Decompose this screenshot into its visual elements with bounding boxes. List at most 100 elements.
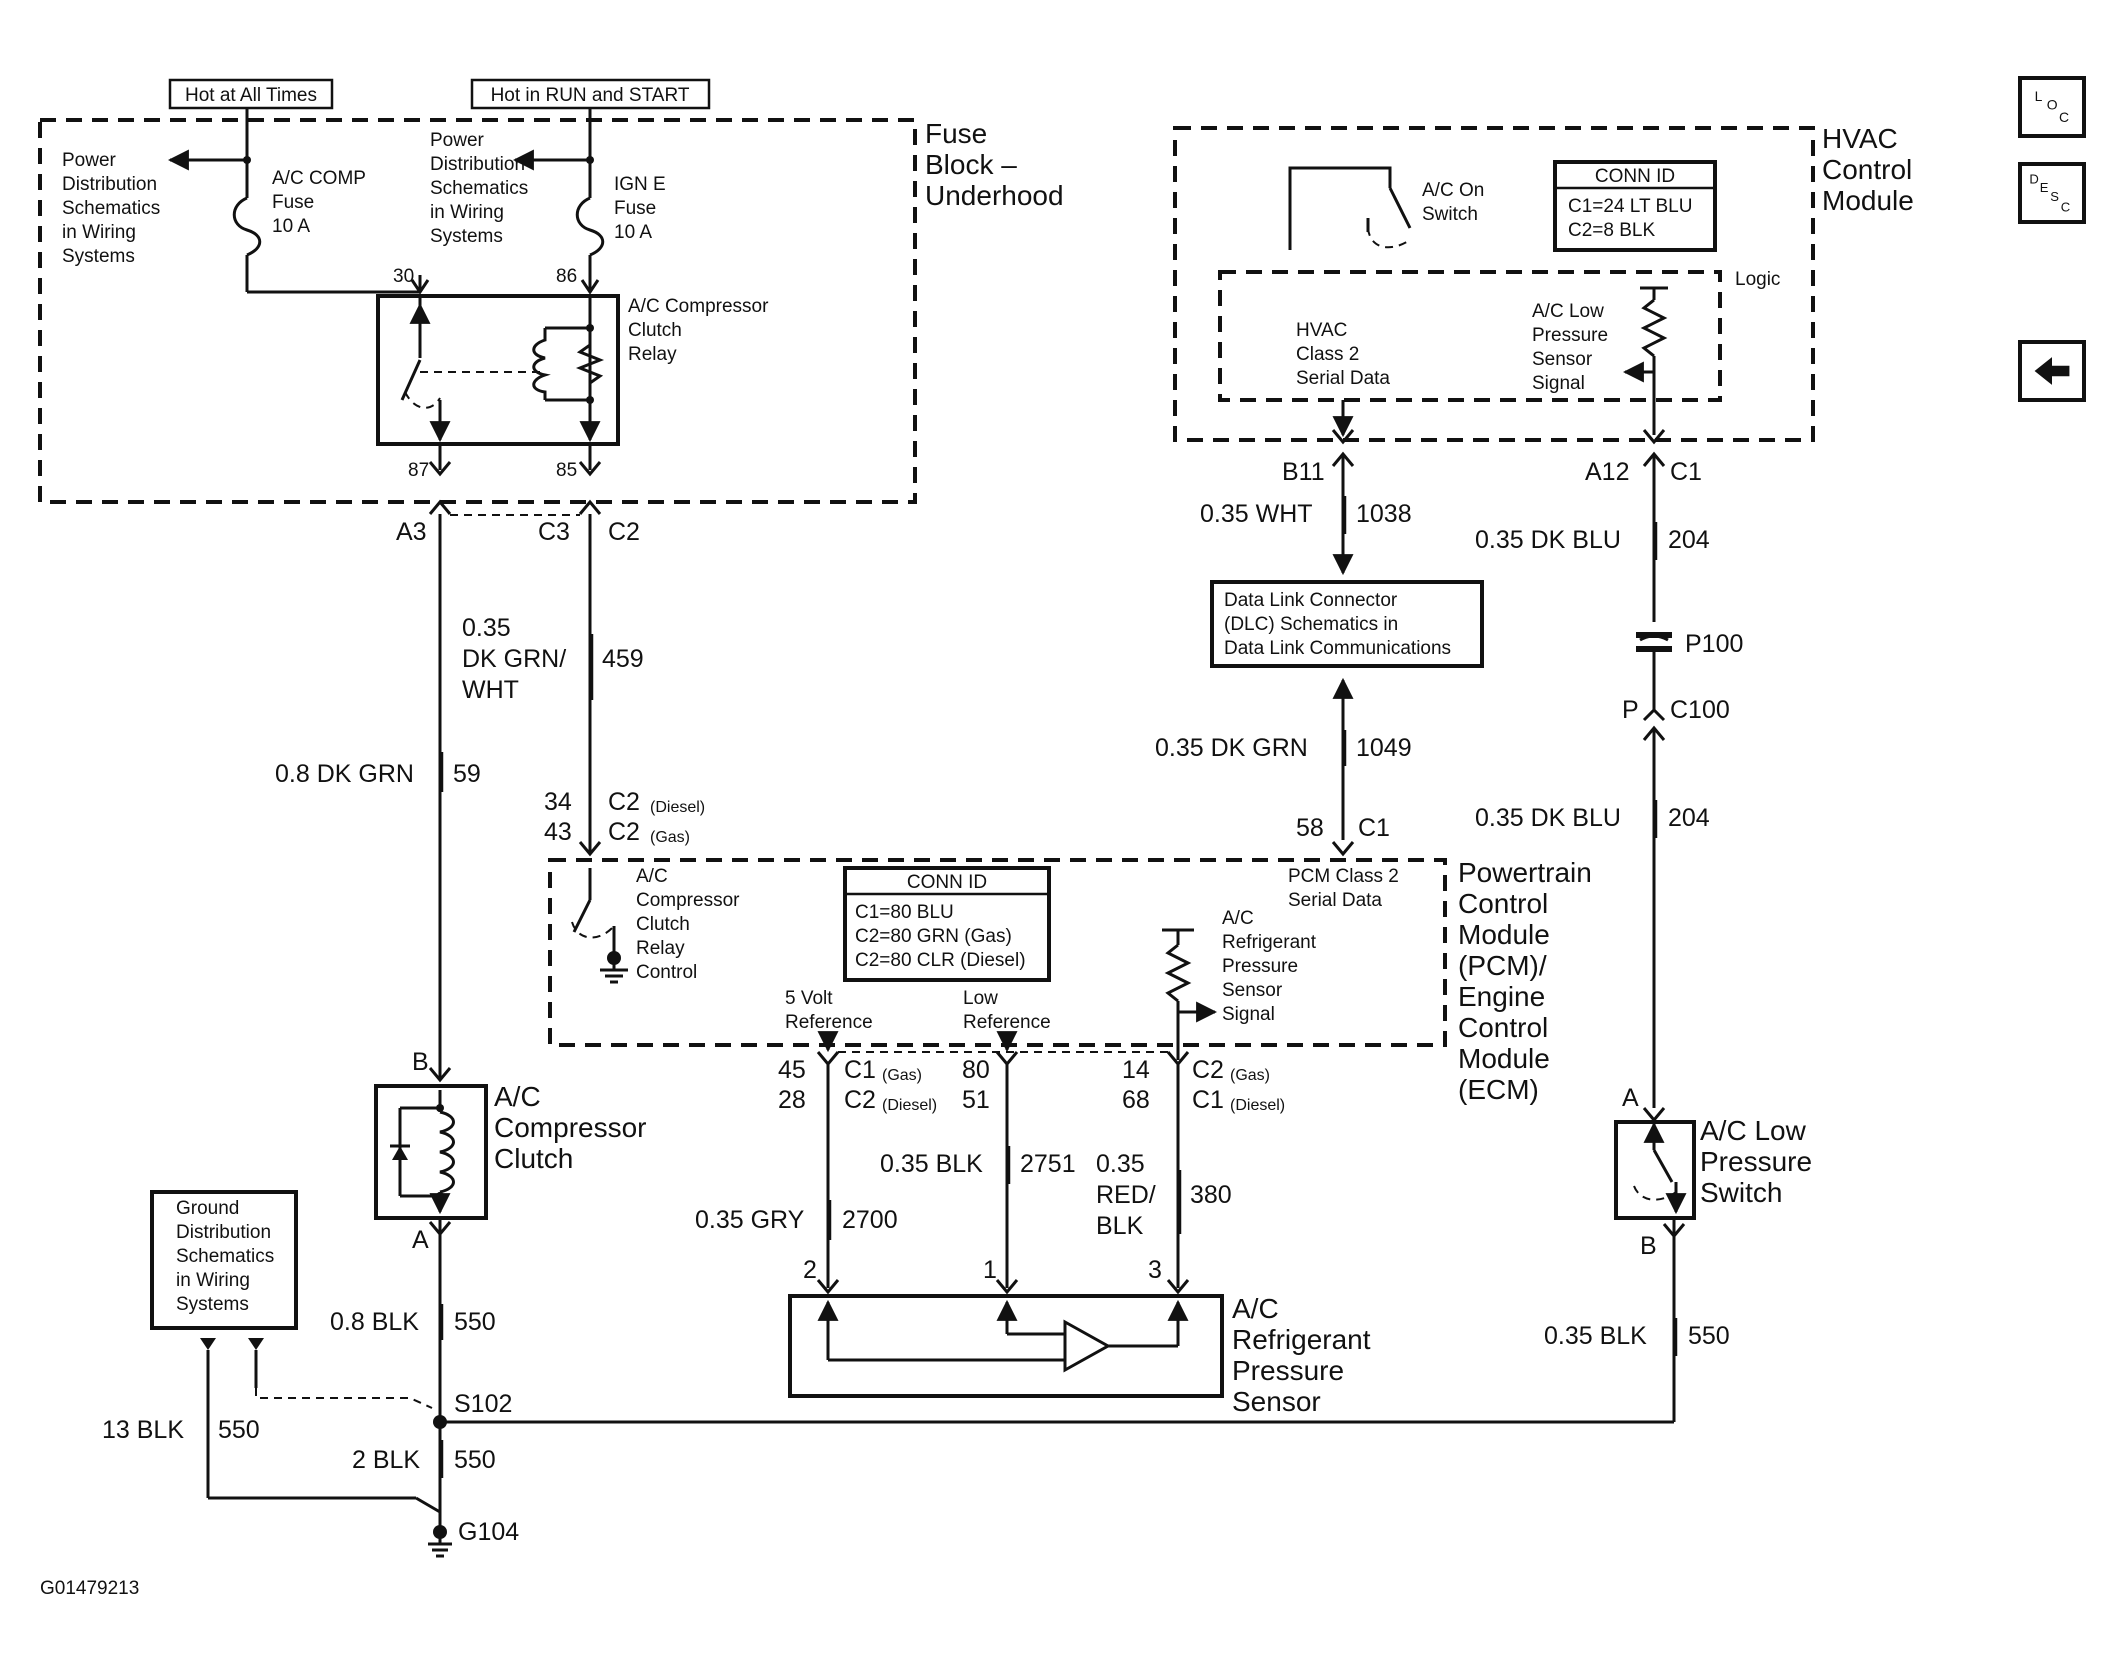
svg-text:0.35 BLK: 0.35 BLK: [880, 1150, 983, 1178]
desc-icon[interactable]: D E S C: [2018, 162, 2086, 224]
svg-text:13 BLK: 13 BLK: [102, 1416, 184, 1444]
svg-text:Power Distribution: Power Distribution Schematics in Wiring …: [430, 130, 533, 247]
svg-text:Power Distribution: Power Distribution Schematics in Wiring …: [62, 150, 165, 267]
pcm-connectors: 45 28 C1 (Gas) C2 (Diesel) 80 51 14 68 C…: [778, 1051, 1285, 1288]
svg-text:A: A: [412, 1226, 429, 1254]
svg-text:459: 459: [602, 645, 644, 673]
svg-text:A3: A3: [396, 518, 427, 546]
ac-compressor-clutch: B A/C Compressor Clutch A: [374, 1048, 646, 1418]
svg-text:51: 51: [962, 1086, 990, 1114]
svg-text:Powertrain Control: Powertrain Control Module (PCM)/ Engine …: [1458, 857, 1600, 1105]
svg-text:CONN ID: CONN ID: [907, 872, 987, 893]
ground-distribution: Ground Distribution Schematics in Wiring…: [102, 1190, 441, 1514]
svg-text:0.35 DK GRN/ WHT: 0.35 DK GRN/ WHT: [462, 614, 573, 704]
svg-text:(Gas): (Gas): [1230, 1067, 1270, 1084]
svg-text:S102: S102: [454, 1390, 512, 1418]
svg-text:C1=24 LT BLU: C1=24 LT BLU: [1568, 196, 1692, 217]
svg-text:C2: C2: [608, 518, 640, 546]
ac-low-pressure-switch: A A/C Low Pressure Switch B 0.35 BLK 550: [1544, 1084, 1820, 1422]
svg-text:550: 550: [454, 1308, 496, 1336]
hvac-control-module: HVAC Control Module A/C On Switch CONN I…: [1173, 123, 1920, 467]
loc-glyph-icon: L O C: [2035, 88, 2069, 125]
ground-circuit: 0.8 BLK 550 S102 2 BLK 550 G104: [330, 1304, 1674, 1558]
svg-text:C: C: [2061, 199, 2070, 214]
svg-text:0.8 BLK: 0.8 BLK: [330, 1308, 419, 1336]
svg-text:0.35 WHT: 0.35 WHT: [1200, 500, 1313, 528]
svg-text:Hot in RUN and START: Hot in RUN and START: [491, 85, 690, 106]
svg-text:S: S: [2050, 189, 2059, 204]
svg-text:CONN ID: CONN ID: [1595, 166, 1675, 187]
svg-text:L: L: [2035, 88, 2043, 104]
svg-text:C2=8 BLK: C2=8 BLK: [1568, 220, 1655, 241]
svg-text:B: B: [412, 1048, 429, 1076]
svg-text:43: 43: [544, 818, 572, 846]
svg-text:G104: G104: [458, 1518, 519, 1546]
svg-text:A/C Compressor Clu: A/C Compressor Clutch Relay Control: [636, 866, 745, 983]
svg-text:O: O: [2047, 97, 2058, 113]
svg-text:B11: B11: [1282, 458, 1325, 486]
svg-text:(Diesel): (Diesel): [882, 1097, 937, 1114]
svg-text:87: 87: [408, 460, 429, 481]
ac-comp-fuse: A/C COMP Fuse 10 A Power Distribution Sc…: [62, 108, 422, 294]
svg-text:C2: C2: [1192, 1056, 1224, 1084]
ac-refrigerant-pressure-sensor: A/C Refrigerant Pressure Sensor: [788, 1293, 1378, 1417]
svg-text:3: 3: [1148, 1256, 1162, 1284]
svg-text:IGN E Fuse 10 A: IGN E Fuse 10 A: [614, 174, 671, 243]
svg-text:Low Reference: Low Reference: [963, 988, 1051, 1033]
figure-id: G01479213: [40, 1578, 139, 1599]
svg-text:C3: C3: [538, 518, 570, 546]
loc-icon[interactable]: L O C: [2018, 76, 2086, 138]
svg-text:A12: A12: [1585, 458, 1629, 486]
svg-text:204: 204: [1668, 804, 1710, 832]
svg-text:A/C On Switch: A/C On Switch: [1422, 180, 1490, 225]
svg-text:C1: C1: [1670, 458, 1702, 486]
fuse-block-connectors: A3 C3 C2: [396, 514, 640, 1054]
svg-text:0.35 BLK: 0.35 BLK: [1544, 1322, 1647, 1350]
svg-text:A/C Low Pressure S: A/C Low Pressure Switch: [1700, 1115, 1820, 1208]
svg-text:204: 204: [1668, 526, 1710, 554]
svg-text:59: 59: [453, 760, 481, 788]
svg-text:C1: C1: [844, 1056, 876, 1084]
svg-text:0.35 RED/ BLK: 0.35 RED/ BLK: [1096, 1150, 1163, 1240]
svg-text:A/C Refrigerant Pr: A/C Refrigerant Pressure Sensor: [1232, 1293, 1378, 1417]
svg-text:A/C Refrigerant Pr: A/C Refrigerant Pressure Sensor Signal: [1222, 908, 1321, 1025]
svg-text:C100: C100: [1670, 696, 1730, 724]
svg-text:0.35 DK BLU: 0.35 DK BLU: [1475, 804, 1621, 832]
svg-text:C2: C2: [608, 818, 640, 846]
svg-text:80: 80: [962, 1056, 990, 1084]
svg-text:(Gas): (Gas): [650, 829, 690, 846]
svg-text:85: 85: [556, 460, 577, 481]
left-arrow-icon: [2034, 357, 2070, 385]
svg-text:C: C: [2059, 109, 2069, 125]
svg-text:P100: P100: [1685, 630, 1743, 658]
svg-text:A/C Low Pressure S: A/C Low Pressure Sensor Signal: [1532, 301, 1613, 394]
svg-text:(Diesel): (Diesel): [650, 799, 705, 816]
svg-text:D: D: [2029, 171, 2038, 186]
svg-text:2700: 2700: [842, 1206, 898, 1234]
svg-text:HVAC Control Modul: HVAC Control Module: [1822, 123, 1920, 216]
powertrain-control-module: Powertrain Control Module (PCM)/ Engine …: [548, 857, 1600, 1105]
svg-text:C1=80 BLU: C1=80 BLU: [855, 902, 954, 923]
svg-text:550: 550: [454, 1446, 496, 1474]
svg-text:0.35 DK GRN: 0.35 DK GRN: [1155, 734, 1308, 762]
back-arrow-icon[interactable]: [2018, 340, 2086, 402]
svg-text:0.35 DK BLU: 0.35 DK BLU: [1475, 526, 1621, 554]
svg-text:B: B: [1640, 1232, 1657, 1260]
svg-text:HVAC Class 2 Seria: HVAC Class 2 Serial Data: [1296, 320, 1390, 389]
svg-text:Data Link Connector (DLC: Data Link Connector (DLC) Schematics in …: [1224, 590, 1451, 659]
svg-text:(Diesel): (Diesel): [1230, 1097, 1285, 1114]
svg-text:2 BLK: 2 BLK: [352, 1446, 420, 1474]
svg-text:45: 45: [778, 1056, 806, 1084]
svg-text:380: 380: [1190, 1181, 1232, 1209]
svg-text:P: P: [1622, 696, 1639, 724]
svg-text:1038: 1038: [1356, 500, 1412, 528]
svg-text:Ground Distribution: Ground Distribution Schematics in Wiring…: [176, 1198, 279, 1315]
svg-text:A/C Compressor Clutch: A/C Compressor Clutch Relay: [628, 296, 774, 365]
svg-text:C2: C2: [844, 1086, 876, 1114]
svg-text:550: 550: [218, 1416, 260, 1444]
ac-compressor-clutch-relay: 30 86 A/C Compressor Clutch Relay 87 85: [376, 266, 774, 515]
svg-text:C2: C2: [608, 788, 640, 816]
circuit-labels-left: 0.35 DK GRN/ WHT 459 0.8 DK GRN 59 34 43…: [275, 614, 705, 857]
hot-in-run-start-label: Hot in RUN and START: [470, 78, 711, 110]
